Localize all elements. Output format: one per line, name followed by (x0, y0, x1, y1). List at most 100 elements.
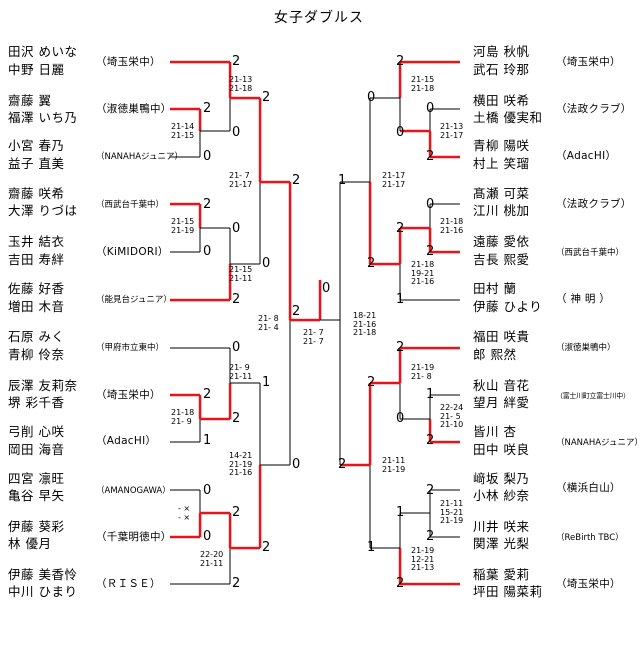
player-name: 川井 咲来 (473, 519, 530, 534)
player-name: 横田 咲希 (473, 93, 530, 108)
game-score: 21-11 21-19 (382, 456, 406, 474)
score: 0 (232, 221, 241, 236)
score: 0 (367, 90, 376, 105)
game-score: 22-20 21-11 (200, 550, 224, 568)
player-name: 坪田 陽菜莉 (473, 584, 543, 599)
final-score-left: 2 (292, 304, 301, 319)
score: 2 (367, 256, 376, 271)
player-name: 﨑坂 梨乃 (473, 471, 530, 486)
club-name: （ＲＩＳＥ） (96, 578, 161, 590)
game-score-final: 21- 7 21- 7 (303, 328, 324, 346)
club-name: （千葉明徳中） (96, 531, 172, 543)
score: 0 (203, 483, 212, 498)
score: 2 (396, 221, 405, 236)
game-score: 21- 9 21-11 (229, 363, 253, 381)
score: 2 (203, 101, 212, 116)
player-name: 秋山 音花 (473, 378, 530, 393)
player-name: 林 優月 (8, 536, 52, 551)
club-name: （西武台千葉中） (96, 200, 165, 210)
player-name: 吉長 熙愛 (473, 252, 530, 267)
score: 1 (396, 292, 405, 307)
score: 2 (426, 433, 435, 448)
club-name: （甲府市立東中） (96, 343, 165, 353)
club-name: （淑徳巣鴨中） (556, 343, 616, 353)
score: 2 (262, 90, 271, 105)
club-name: （埼玉栄中） (96, 389, 161, 401)
bracket-title: 女子ダブルス (274, 10, 364, 26)
game-score: 21-19 12-21 21-13 (411, 546, 435, 572)
player-name: 福田 咲貴 (473, 329, 530, 344)
player-name: 望月 絆愛 (473, 395, 530, 410)
score: 0 (232, 340, 241, 355)
club-name: （埼玉栄中） (96, 56, 161, 68)
club-name: （埼玉栄中） (556, 578, 621, 590)
player-name: 福澤 いち乃 (8, 110, 78, 125)
game-score: 21-15 21-18 (411, 75, 435, 93)
game-score: 21-11 15-21 21-19 (440, 499, 464, 525)
club-name: （AMANOGAWA） (96, 486, 171, 496)
player-name: 田沢 めいな (8, 44, 78, 59)
player-name: 齋藤 翼 (8, 93, 52, 108)
player-name: 伊藤 美香怜 (8, 567, 78, 582)
score: 2 (232, 505, 241, 520)
player-name: 田中 咲良 (473, 442, 530, 457)
club-name: （横浜白山） (556, 482, 621, 494)
player-name: 吉田 寿絆 (8, 252, 65, 267)
player-name: 益子 直美 (8, 156, 65, 171)
club-name: （法政クラブ） (556, 198, 632, 210)
score: 1 (426, 387, 435, 402)
player-name: 弓削 心咲 (8, 424, 65, 439)
game-score: 14-21 21-19 21-16 (229, 451, 253, 477)
score: 1 (367, 540, 376, 555)
game-score: 21-15 21-11 (229, 265, 253, 283)
score: 0 (396, 125, 405, 140)
score: 2 (426, 483, 435, 498)
score: 1 (262, 375, 271, 390)
player-name: 小林 紗奈 (473, 488, 530, 503)
player-name: 遠藤 愛依 (473, 234, 530, 249)
player-name: 伊藤 葵彩 (8, 519, 65, 534)
player-name: 佐藤 好香 (8, 281, 65, 296)
game-score: 21-19 21- 8 (411, 363, 435, 381)
score: 0 (262, 256, 271, 271)
player-name: 皆川 杏 (473, 424, 517, 439)
score: 2 (232, 54, 241, 69)
player-name: 青柳 陽咲 (473, 138, 530, 153)
club-name: （AdacHI） (96, 435, 157, 447)
player-name: 髙瀬 可菜 (473, 186, 530, 201)
club-name: （KiMIDORI） (96, 246, 169, 258)
club-name: （NANAHAジュニア） (96, 152, 183, 162)
player-name: 武石 玲那 (473, 62, 530, 77)
player-name: 村上 笑瑠 (473, 156, 530, 171)
player-name: 亀谷 早矢 (8, 488, 65, 503)
score: 2 (232, 411, 241, 426)
club-name: （ 神 明 ） (556, 293, 611, 305)
game-score: 22-24 21- 5 21-10 (440, 403, 464, 429)
score: 0 (292, 457, 301, 472)
score: 0 (232, 125, 241, 140)
player-name: 田村 蘭 (473, 281, 517, 296)
score: 0 (426, 197, 435, 212)
player-name: 齋藤 咲希 (8, 186, 65, 201)
game-score: - × - × (178, 504, 191, 522)
club-name: （能見台ジュニア） (96, 295, 172, 305)
player-name: 石原 みく (8, 329, 65, 344)
score: 2 (232, 576, 241, 591)
player-name: 小宮 春乃 (8, 138, 65, 153)
score: 2 (426, 149, 435, 164)
player-name: 堺 彩千香 (8, 395, 65, 410)
score: 2 (396, 340, 405, 355)
game-score: 18-21 21-16 21-18 (353, 311, 377, 337)
game-score: 21- 8 21- 4 (258, 314, 279, 332)
game-score: 21-13 21-17 (440, 122, 464, 140)
score: 0 (426, 101, 435, 116)
game-score: 21- 7 21-17 (229, 171, 253, 189)
player-name: 江川 桃加 (473, 203, 530, 218)
score: 1 (396, 505, 405, 520)
game-score: 21-15 21-19 (171, 217, 195, 235)
score: 2 (203, 197, 212, 212)
game-score: 21-18 19-21 21-16 (411, 260, 435, 286)
player-name: 増田 木音 (8, 299, 65, 314)
